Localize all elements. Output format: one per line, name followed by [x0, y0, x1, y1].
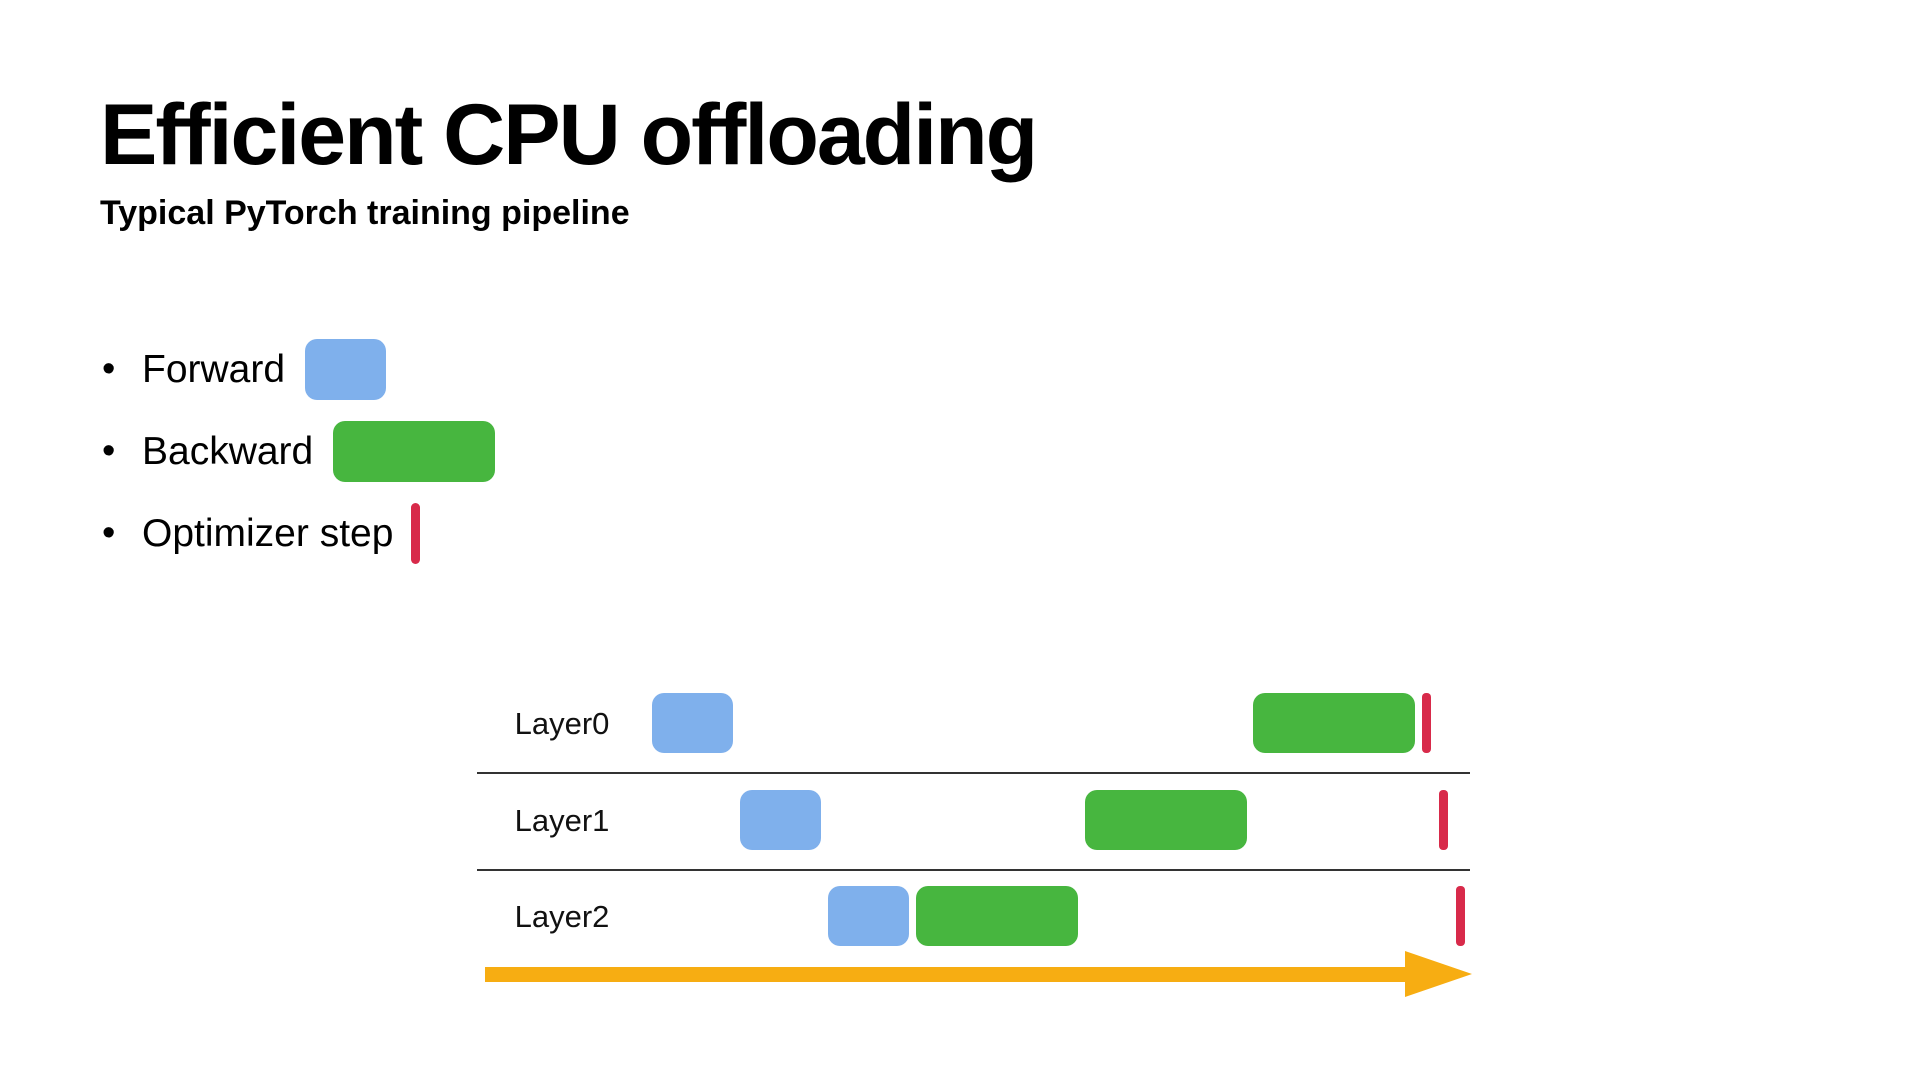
bullet-icon: •: [102, 430, 116, 472]
backward-block-layer0: [1253, 693, 1415, 753]
backward-swatch: [333, 420, 496, 482]
layer-label-layer1: Layer1: [515, 803, 610, 838]
slide-title: Efficient CPU offloading: [100, 87, 1038, 183]
legend-label-optimizer: Optimizer step: [142, 511, 394, 555]
backward-block-layer1: [1085, 790, 1247, 850]
legend-item-backward: • Backward: [100, 420, 496, 482]
optimizer-block-layer2: [1456, 886, 1465, 946]
layer-label-layer0: Layer0: [515, 706, 610, 741]
time-arrow: [485, 951, 1472, 997]
optimizer-block-layer0: [1422, 693, 1431, 753]
forward-block-layer0: [652, 693, 733, 753]
forward-swatch: [305, 338, 387, 400]
timeline-dividers: [477, 772, 1470, 871]
forward-block-layer2: [828, 886, 909, 946]
legend-label-forward: Forward: [142, 347, 286, 391]
timeline-events: [652, 693, 1465, 946]
time-arrow-shaft: [485, 967, 1420, 982]
optimizer-swatch: [411, 502, 421, 564]
bullet-icon: •: [102, 512, 116, 554]
slide-subtitle: Typical PyTorch training pipeline: [100, 194, 630, 232]
legend-label-backward: Backward: [142, 429, 314, 473]
legend-item-forward: • Forward: [100, 338, 387, 400]
legend-item-optimizer: • Optimizer step: [100, 502, 421, 564]
forward-block-layer1: [740, 790, 821, 850]
bullet-icon: •: [102, 348, 116, 390]
optimizer-block-layer1: [1439, 790, 1448, 850]
backward-block-layer2: [916, 886, 1078, 946]
time-arrow-head-icon: [1405, 951, 1472, 997]
layer-label-layer2: Layer2: [515, 899, 610, 934]
